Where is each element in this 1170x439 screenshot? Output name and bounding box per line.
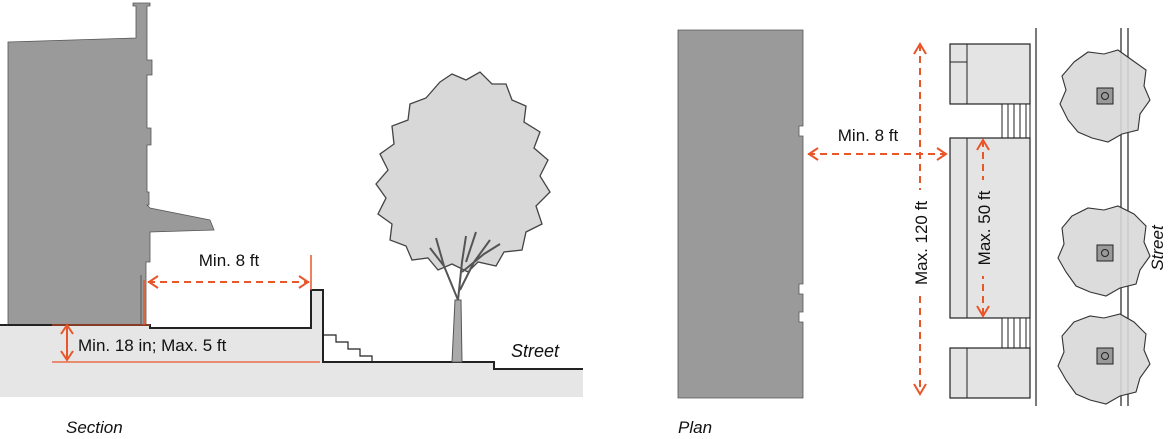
plan-view: Min. 8 ft Max. 120 ft Max. 50 ft Street … [677, 28, 1167, 437]
plan-tree-top [1059, 49, 1151, 143]
section-ground-line [0, 289, 583, 370]
tree-canopy [375, 71, 551, 273]
plan-stairs-top [1001, 103, 1031, 139]
plan-setback-dimension [807, 147, 948, 161]
tree-trunk [429, 231, 501, 363]
plan-max-segment-label: Max. 50 ft [975, 190, 994, 265]
section-tree [375, 71, 551, 363]
section-building [7, 2, 215, 326]
tree-trunk-fill [451, 299, 463, 363]
plan-building [677, 29, 804, 399]
section-street-label: Street [511, 341, 560, 361]
section-setback-dimension [147, 275, 310, 289]
section-elevation-label: Min. 18 in; Max. 5 ft [78, 336, 227, 355]
plan-max-length-label-bg [907, 190, 933, 296]
section-setback-label: Min. 8 ft [199, 251, 260, 270]
section-stairs [323, 334, 373, 362]
plan-caption: Plan [678, 418, 712, 437]
plan-unit-bottom [949, 347, 1031, 399]
plan-street-label: Street [1148, 224, 1167, 271]
plan-tree-bottom [1057, 313, 1151, 405]
plan-max-segment-label-bg [970, 180, 996, 276]
plan-max-length-label: Max. 120 ft [912, 201, 931, 285]
section-view: Min. 8 ft Min. 18 in; Max. 5 ft Street S… [0, 2, 583, 437]
plan-unit-top [949, 43, 1031, 105]
plan-stairs-bottom [1001, 317, 1031, 349]
plan-tree-middle [1057, 205, 1151, 297]
plan-setback-label: Min. 8 ft [838, 126, 899, 145]
section-caption: Section [66, 418, 123, 437]
section-ground [0, 290, 583, 397]
